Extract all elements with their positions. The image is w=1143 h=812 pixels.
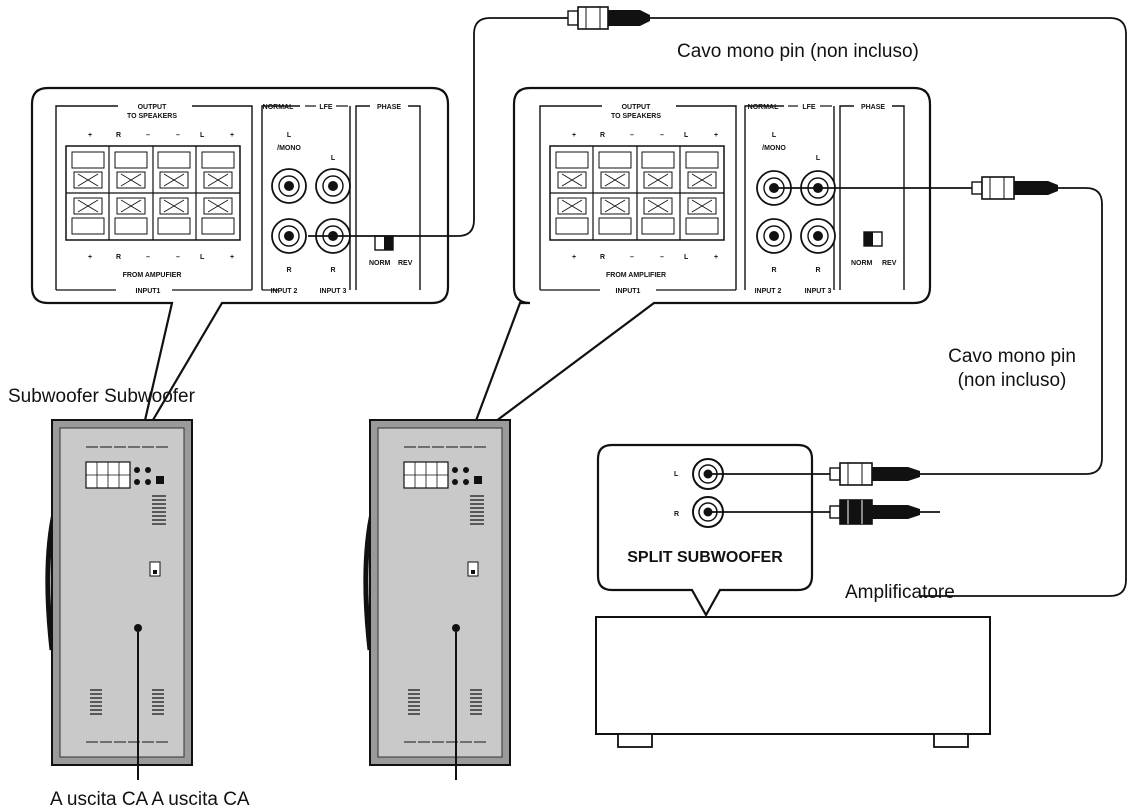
minus-mark: – xyxy=(660,254,664,261)
l-mark: L xyxy=(331,155,336,162)
plus-mark: + xyxy=(88,254,92,261)
left-mono-label: /MONO xyxy=(277,145,301,152)
l-mark: L xyxy=(200,254,205,261)
right-phase-label: PHASE xyxy=(861,104,885,111)
right-normal-label: NORMAL xyxy=(748,104,779,111)
right-norm-label: NORM xyxy=(851,260,873,267)
amplifier-unit xyxy=(595,616,991,748)
l-mark: L xyxy=(287,132,292,139)
r-mark: R xyxy=(116,254,121,261)
split-subwoofer-callout: L R SPLIT SUBWOOFER xyxy=(596,443,814,618)
r-mark: R xyxy=(330,267,335,274)
cable-top-label: Cavo mono pin (non incluso) xyxy=(677,41,919,62)
l-mark: L xyxy=(674,471,679,478)
plus-mark: + xyxy=(230,132,234,139)
mono-pin-cable-top xyxy=(308,6,1127,597)
minus-mark: – xyxy=(660,132,664,139)
plus-mark: + xyxy=(714,254,718,261)
amplifier-foot xyxy=(617,733,653,748)
subwoofers-label: Subwoofer Subwoofer xyxy=(8,386,196,407)
plus-mark: + xyxy=(572,132,576,139)
mono-pin-cable-right xyxy=(774,176,1103,475)
right-output-label: OUTPUT xyxy=(622,104,652,111)
left-output-label: OUTPUT xyxy=(138,104,168,111)
minus-mark: – xyxy=(176,132,180,139)
subwoofer-left xyxy=(45,419,193,780)
left-speaker-terminal-block xyxy=(65,145,241,241)
amplifier-foot xyxy=(933,733,969,748)
right-input1-label: INPUT1 xyxy=(616,288,641,295)
minus-mark: – xyxy=(630,132,634,139)
right-from-amplifier-label: FROM AMPLIFIER xyxy=(606,272,666,279)
subwoofer-right xyxy=(363,419,511,780)
r-mark: R xyxy=(286,267,291,274)
split-subwoofer-plug-r xyxy=(708,499,940,525)
l-mark: L xyxy=(684,254,689,261)
left-input2-label: INPUT 2 xyxy=(271,288,298,295)
left-norm-label: NORM xyxy=(369,260,391,267)
amplifier-label: Amplificatore xyxy=(845,582,955,603)
right-rev-label: REV xyxy=(882,260,897,267)
left-phase-label: PHASE xyxy=(377,104,401,111)
r-mark: R xyxy=(815,267,820,274)
left-input1-label: INPUT1 xyxy=(136,288,161,295)
cable-right-label-line1: Cavo mono pin xyxy=(948,346,1076,367)
left-rev-label: REV xyxy=(398,260,413,267)
r-mark: R xyxy=(600,132,605,139)
cable-right-label-line2: (non incluso) xyxy=(958,370,1067,391)
plus-mark: + xyxy=(230,254,234,261)
right-lfe-label: LFE xyxy=(802,104,816,111)
right-to-speakers-label: TO SPEAKERS xyxy=(611,113,661,120)
plus-mark: + xyxy=(88,132,92,139)
l-mark: L xyxy=(200,132,205,139)
left-lfe-label: LFE xyxy=(319,104,333,111)
r-mark: R xyxy=(771,267,776,274)
right-input2-label: INPUT 2 xyxy=(755,288,782,295)
left-from-amplifier-label: FROM AMPUFIER xyxy=(123,272,182,279)
left-input3-label: INPUT 3 xyxy=(320,288,347,295)
r-mark: R xyxy=(600,254,605,261)
subwoofer-right-switch xyxy=(467,561,479,577)
minus-mark: – xyxy=(146,132,150,139)
subwoofer-left-switch xyxy=(149,561,161,577)
right-rear-panel-callout: OUTPUT TO SPEAKERS NORMAL LFE PHASE + R … xyxy=(465,86,932,446)
split-subwoofer-plug-l xyxy=(708,462,920,486)
minus-mark: – xyxy=(176,254,180,261)
left-normal-label: NORMAL xyxy=(263,104,294,111)
split-subwoofer-label: SPLIT SUBWOOFER xyxy=(627,549,783,566)
left-to-speakers-label: TO SPEAKERS xyxy=(127,113,177,120)
l-mark: L xyxy=(772,132,777,139)
r-mark: R xyxy=(674,511,679,518)
right-input3-label: INPUT 3 xyxy=(805,288,832,295)
left-rear-panel-callout: OUTPUT TO SPEAKERS NORMAL LFE PHASE + R … xyxy=(30,86,450,443)
right-speaker-terminal-block xyxy=(549,145,725,241)
plus-mark: + xyxy=(572,254,576,261)
l-mark: L xyxy=(816,155,821,162)
minus-mark: – xyxy=(630,254,634,261)
plus-mark: + xyxy=(714,132,718,139)
r-mark: R xyxy=(116,132,121,139)
ac-outlet-label: A uscita CA A uscita CA xyxy=(50,789,250,810)
l-mark: L xyxy=(684,132,689,139)
right-mono-label: /MONO xyxy=(762,145,786,152)
minus-mark: – xyxy=(146,254,150,261)
